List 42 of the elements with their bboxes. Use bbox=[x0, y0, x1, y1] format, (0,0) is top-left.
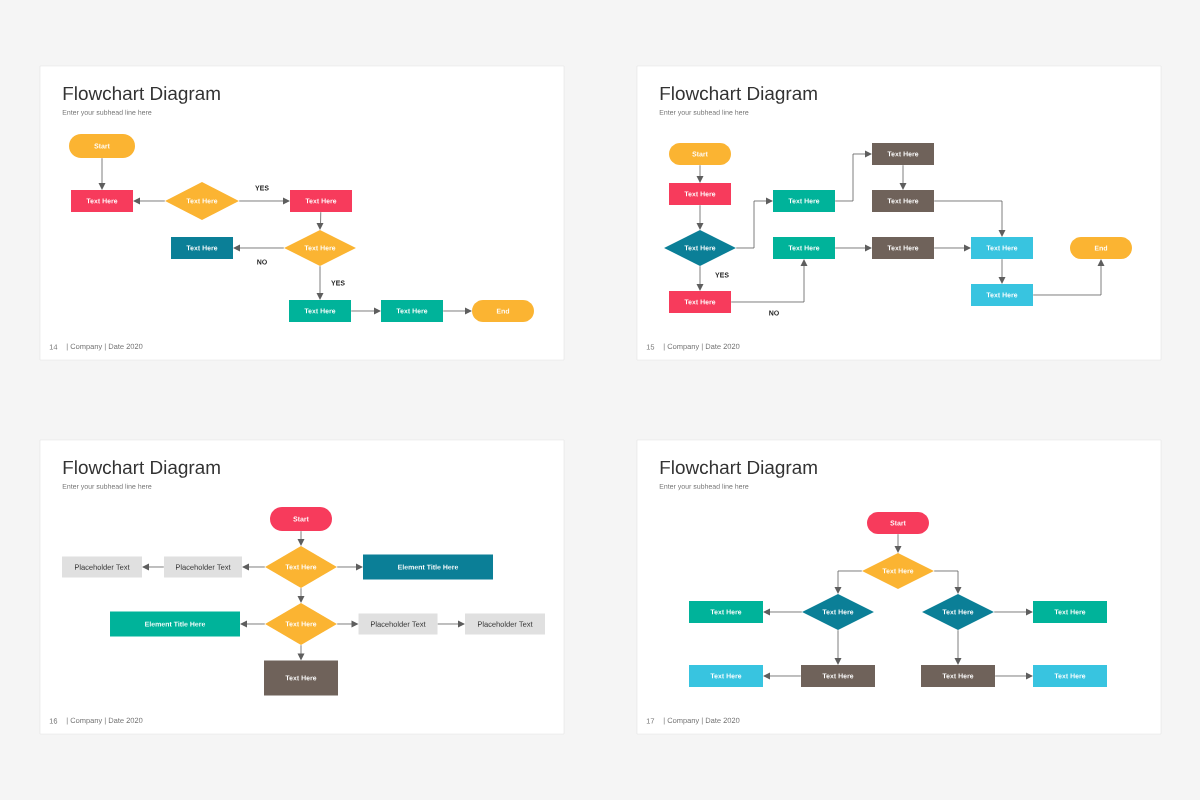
arrow bbox=[242, 563, 266, 571]
arrow bbox=[933, 570, 962, 594]
arrow bbox=[834, 244, 872, 252]
arrow bbox=[763, 608, 803, 616]
arrow bbox=[437, 620, 465, 628]
arrow bbox=[233, 244, 285, 252]
arrow bbox=[763, 672, 802, 680]
arrow bbox=[834, 150, 872, 202]
slide-title: Flowchart Diagram bbox=[63, 460, 220, 478]
slide-title: Flowchart Diagram bbox=[63, 86, 220, 104]
arrow bbox=[933, 200, 1006, 237]
arrow bbox=[994, 672, 1033, 680]
arrow bbox=[133, 197, 166, 205]
arrow bbox=[238, 197, 290, 205]
arrow bbox=[933, 244, 971, 252]
arrow bbox=[993, 608, 1033, 616]
arrow bbox=[954, 629, 962, 665]
arrow bbox=[98, 157, 106, 190]
arrow bbox=[350, 307, 381, 315]
arrow bbox=[834, 570, 863, 594]
arrow bbox=[998, 258, 1006, 284]
arrow bbox=[297, 530, 305, 546]
arrow bbox=[442, 307, 472, 315]
arrow bbox=[142, 563, 165, 571]
arrow bbox=[316, 265, 324, 300]
arrow bbox=[336, 563, 363, 571]
arrow bbox=[240, 620, 266, 628]
arrow bbox=[297, 587, 305, 603]
arrow bbox=[1032, 259, 1105, 296]
arrow bbox=[696, 204, 704, 230]
slide-title: Flowchart Diagram bbox=[660, 86, 817, 104]
arrow bbox=[834, 629, 842, 665]
arrow bbox=[894, 533, 902, 553]
arrow bbox=[730, 259, 808, 303]
arrow bbox=[316, 211, 324, 230]
slide-title: Flowchart Diagram bbox=[660, 460, 817, 478]
arrow bbox=[696, 164, 704, 183]
arrow bbox=[899, 164, 907, 190]
arrow bbox=[696, 265, 704, 291]
arrow bbox=[297, 644, 305, 661]
arrow bbox=[336, 620, 359, 628]
arrow bbox=[735, 197, 773, 249]
